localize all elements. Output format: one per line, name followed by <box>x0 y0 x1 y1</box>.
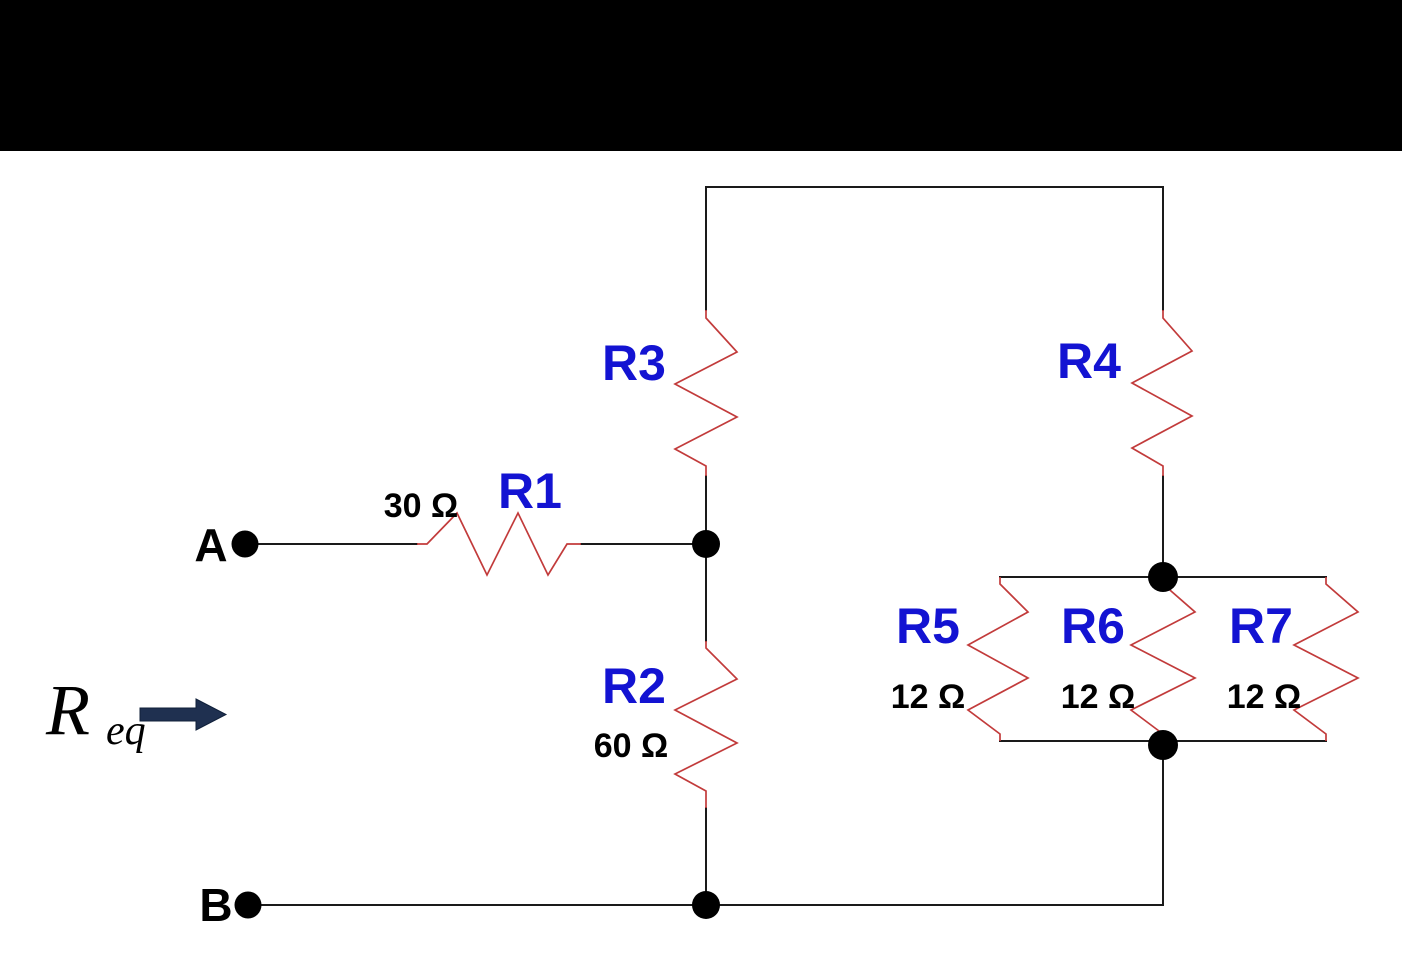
req-label: R eq <box>45 670 146 754</box>
resistor-r5-label: R5 <box>896 598 960 654</box>
resistor-r3-label: R3 <box>602 335 666 391</box>
resistor-r5-zigzag <box>966 577 1030 741</box>
resistor-r3-zigzag <box>673 310 739 476</box>
resistor-r7-zigzag <box>1292 577 1360 741</box>
resistor-r6-value: 12 Ω <box>1061 678 1136 716</box>
terminal-a-label: A <box>194 519 227 571</box>
resistor-r1-label: R1 <box>498 463 562 519</box>
node-center-dot <box>692 530 720 558</box>
terminal-b-dot <box>234 891 262 919</box>
resistor-r2-label: R2 <box>602 658 666 714</box>
resistor-r4-label: R4 <box>1057 333 1121 389</box>
req-symbol: R <box>45 670 90 750</box>
resistor-r2-value: 60 Ω <box>594 727 669 765</box>
resistor-r5-value: 12 Ω <box>891 678 966 716</box>
node-bottom-dot <box>692 891 720 919</box>
req-arrow <box>139 698 228 731</box>
node-parallel-bottom-dot <box>1148 730 1178 760</box>
resistor-r7-label: R7 <box>1229 598 1293 654</box>
resistor-r6-zigzag <box>1129 577 1197 741</box>
resistor-r6-label: R6 <box>1061 598 1125 654</box>
resistor-r2-zigzag <box>673 641 739 808</box>
terminal-a-dot <box>231 530 259 558</box>
resistor-r4-zigzag <box>1130 310 1194 476</box>
resistor-r1-value: 30 Ω <box>384 487 459 525</box>
top-black-bar <box>0 0 1402 151</box>
resistor-r1-zigzag <box>417 511 581 577</box>
terminal-b-label: B <box>199 879 232 931</box>
resistor-r7-value: 12 Ω <box>1227 678 1302 716</box>
node-parallel-top-dot <box>1148 562 1178 592</box>
req-subscript: eq <box>106 708 146 754</box>
